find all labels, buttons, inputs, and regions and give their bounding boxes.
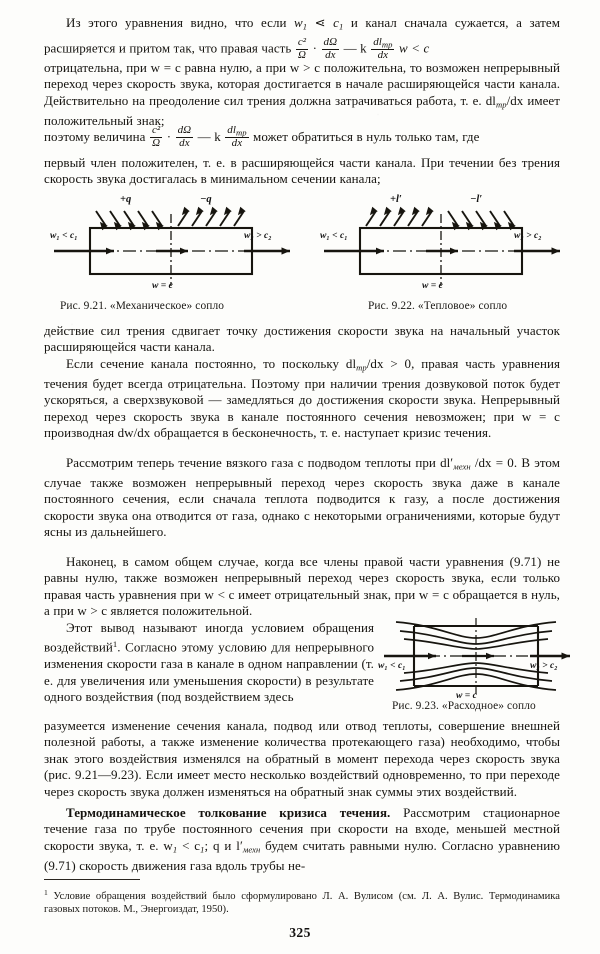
operator-minus-k-2: — k [194,129,225,144]
footnote-text: Условие обращения воздействий было сформ… [44,891,560,916]
page-number: 325 [289,925,311,940]
subscript-1-a: 1 [172,844,178,855]
paragraph-6-left-column: Этот вывод называют иногда условием обра… [44,620,374,705]
p1-text-a: Из этого уравнения видно, что если [66,15,295,30]
figure-9-22-caption: Рис. 9.22. «Тепловое» сопло [368,300,508,312]
subscript-tr: тр [495,99,507,110]
paragraph-1-tail: первый член положителен, т. е. в расширя… [44,155,560,188]
p1-line6-a: поэтому величина [44,129,149,144]
figure-9-21: +q −q w₁ < c₁ w₂ > c₂ w = c [48,194,296,294]
paragraph-2: действие сил трения сдвигает точку дости… [44,323,560,356]
p4-text-b: /dx = 0. В этом случае также возможен не… [44,455,560,540]
figure-9-21-label-minus-q: −q [200,194,212,205]
paragraph-3: Если сечение канала постоянно, то поскол… [44,356,560,441]
figure-9-21-caption: Рис. 9.21. «Механическое» сопло [60,300,225,312]
figure-9-22-label-outlet: w₂ > c₂ [514,230,542,241]
figure-9-22-label-minus-l: −l′ [470,194,483,205]
figure-9-23-label-outlet: w₂ > c₂ [530,660,558,671]
figure-9-21-label-inlet: w₁ < c₁ [50,230,78,241]
symbol-w1: w1 [294,15,308,32]
p1-rest-text-b: /dx имеет положительный знак; [44,92,560,128]
p1-text-b: и канал сначала сужается, [343,15,509,30]
operator-minus-k: — k [340,40,371,56]
p3-text-a: Если сечение канала постоянно, то поскол… [66,356,357,371]
p7-text-a: Рассмотрим стационарное течение газа по … [44,805,560,853]
figure-9-23-drawing [384,618,570,694]
figure-9-21-drawing [54,206,290,286]
p7-text-c: ; q и l′ [204,837,243,853]
p4-text-a: Рассмотрим теперь течение вязкого газа с… [66,455,454,470]
p7-text-b: < c [177,837,201,853]
p5-text: Наконец, в самом общем случае, когда все… [44,554,560,619]
figure-9-21-label-plus-q: +q [120,194,132,205]
footnote: 1 Условие обращения воздействий было сфо… [44,886,560,917]
subscript-tr-2: тр [356,362,367,373]
subscript-mekhn: мехн [453,461,471,472]
paragraph-4: Рассмотрим теперь течение вязкого газа с… [44,455,560,540]
figure-9-22-label-throat: w = c [422,280,443,291]
p7-text-d: будем считать равными нулю. Согласно ура… [44,837,560,873]
figure-9-23-caption: Рис. 9.23. «Расходное» сопло [392,700,536,712]
footnote-reference[interactable]: 1 [112,639,118,650]
paragraph-6-full-width: разумеется изменение сечения канала, под… [44,718,560,800]
p2-text: действие сил трения сдвигает точку дости… [44,323,560,355]
figure-9-22-label-inlet: w₁ < c₁ [320,230,348,241]
paragraph-1: Из этого уравнения видно, что если w1 ⋖ … [44,12,560,63]
footnote-separator-rule [44,879,140,880]
operator-dot-2: · [163,129,175,144]
p1-rest-text: отрицательна, при w = c равна нулю, а пр… [44,60,560,108]
operator-dot: · [309,40,321,56]
figure-9-22-drawing [324,206,560,286]
p1-line6-b: может обратиться в нуль только там, где [249,129,480,144]
p1-line7: первый член положителен, т. е. в расширя… [44,155,560,187]
subscript-1-b: 1 [200,844,205,855]
p6-text-c: разумеется изменение сечения канала, под… [44,718,560,799]
subscript-mekhn-2: мехн [242,844,261,855]
figure-9-23-label-throat: w = c [456,690,477,701]
symbol-c1: c1 [333,15,344,32]
figure-9-22: +l′ −l′ w₁ < c₁ w₂ > c₂ w = c [318,194,566,294]
p6-text-a: Этот вывод называют иногда условием обра… [44,620,374,655]
figure-9-23-label-inlet: w₁ < c₁ [378,660,406,671]
run-in-heading: Термодинамическое толкование кризиса теч… [66,805,391,820]
footnote-marker: 1 [44,888,48,897]
paragraph-7: Термодинамическое толкование кризиса теч… [44,805,560,874]
p6-text-b: . Согласно этому условию для непрерывног… [44,639,374,704]
figure-9-21-label-outlet: w₂ > c₂ [244,230,272,241]
symbol-less-than-1: ⋖ [307,15,334,30]
p1-text-c: а затем расширяется и притом так, что пр… [44,15,560,56]
inequality-w-less-c: w < c [395,40,430,56]
paragraph-5: Наконец, в самом общем случае, когда все… [44,554,560,620]
figure-9-21-label-throat: w = c [152,280,173,291]
figure-9-22-label-plus-l: +l′ [390,194,402,205]
p3-text-b: /dx > 0, правая часть уравнения течения … [44,356,561,441]
paragraph-1-continued: отрицательна, при w = c равна нулю, а пр… [44,60,560,129]
figure-9-23: w₁ < c₁ w₂ > c₂ w = c [378,612,576,701]
